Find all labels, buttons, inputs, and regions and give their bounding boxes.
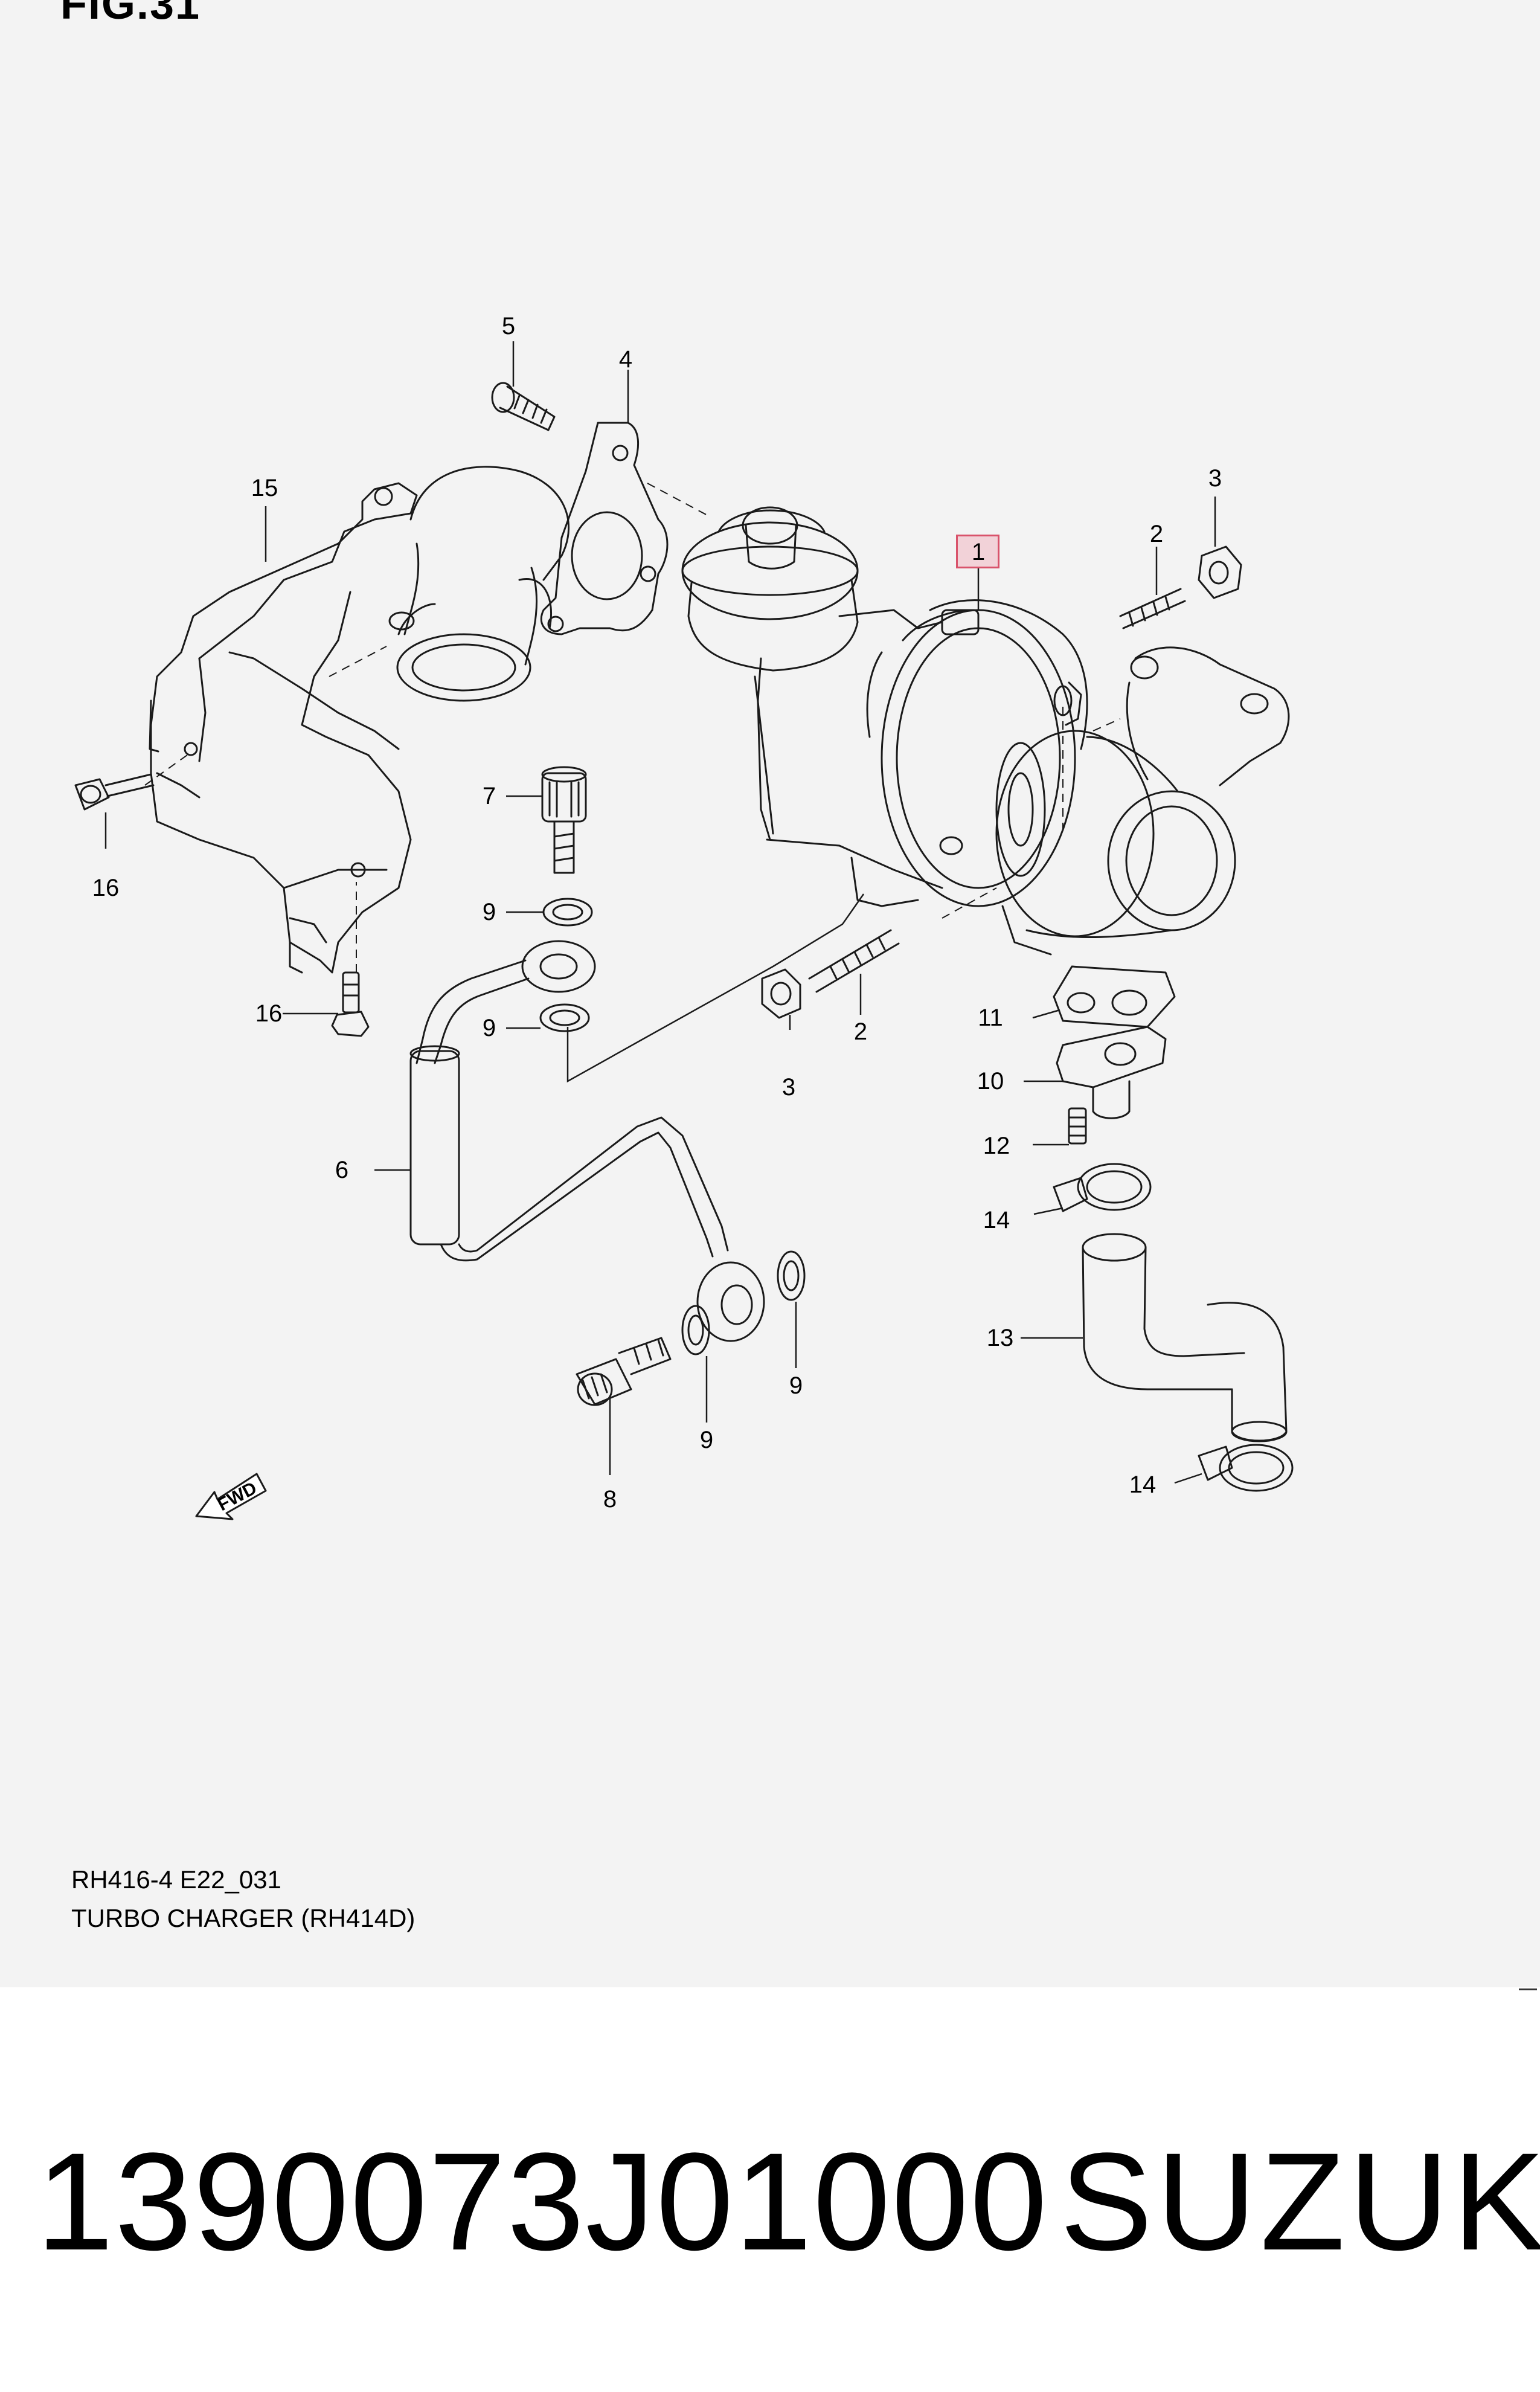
oil-line-connector — [568, 894, 864, 1081]
callout-part-1[interactable]: 1 — [971, 539, 986, 565]
callout-part-16-lower[interactable]: 16 — [255, 1000, 283, 1027]
callout-part-3-upper[interactable]: 3 — [1208, 465, 1222, 492]
corner-mark — [1519, 1989, 1537, 1990]
washer-part-9-d — [778, 1252, 804, 1300]
callout-part-11[interactable]: 11 — [978, 1005, 1003, 1031]
callout-part-9-a[interactable]: 9 — [482, 899, 496, 925]
banjo-bolt-part-7 — [542, 767, 586, 873]
assembly-guide-lines — [145, 483, 1120, 973]
turbocharger-exploded-diagram — [0, 0, 1540, 1987]
callout-part-10[interactable]: 10 — [977, 1068, 1004, 1095]
footer-bar — [0, 1987, 1540, 2392]
stud-part-2-lower — [809, 930, 899, 992]
callout-part-14-upper[interactable]: 14 — [983, 1207, 1010, 1233]
bolt-part-12 — [1069, 1108, 1086, 1143]
leader-lines — [106, 341, 1215, 1483]
flange-gasket — [541, 423, 667, 634]
callout-part-4[interactable]: 4 — [618, 346, 633, 373]
callout-part-13[interactable]: 13 — [986, 1325, 1014, 1351]
washer-part-9-c — [682, 1306, 709, 1354]
fwd-arrow-shape — [196, 1474, 266, 1519]
heat-shield-bracket — [150, 483, 417, 973]
callout-part-15[interactable]: 15 — [251, 475, 278, 501]
diagram-sheet — [0, 0, 1540, 1987]
callout-part-9-d[interactable]: 9 — [789, 1372, 803, 1399]
washer-part-9-b — [541, 1005, 589, 1031]
callout-part-5[interactable]: 5 — [501, 313, 516, 339]
oil-return-hose-part-13 — [1083, 1234, 1286, 1441]
banjo-bolt-part-8 — [577, 1338, 670, 1405]
callout-part-9-b[interactable]: 9 — [482, 1015, 496, 1041]
diagram-title: TURBO CHARGER (RH414D) — [71, 1904, 415, 1932]
exhaust-elbow — [390, 467, 569, 701]
brand-name: SUZUKI — [1060, 2124, 1540, 2279]
nut-part-3-upper — [1199, 547, 1241, 598]
diagram-code: RH416-4 E22_031 — [71, 1865, 281, 1894]
hose-clamp-part-14-upper — [1054, 1164, 1150, 1211]
bolt-part-5 — [492, 383, 554, 430]
callout-part-9-c[interactable]: 9 — [699, 1427, 714, 1453]
nut-part-3-lower — [762, 969, 800, 1018]
callout-part-14-lower[interactable]: 14 — [1129, 1471, 1157, 1498]
turbocharger-assembly — [682, 507, 1289, 954]
stud-part-2-upper — [1120, 589, 1185, 628]
part-1-highlight — [956, 535, 999, 568]
oil-feed-pipe-part-6 — [411, 941, 764, 1341]
callout-part-2-upper[interactable]: 2 — [1149, 521, 1164, 547]
callout-part-6[interactable]: 6 — [335, 1157, 349, 1183]
callout-part-12[interactable]: 12 — [983, 1133, 1010, 1159]
callout-part-7[interactable]: 7 — [482, 783, 496, 809]
washer-part-9-a — [544, 899, 592, 925]
callout-part-3-lower[interactable]: 3 — [781, 1074, 796, 1101]
callout-part-8[interactable]: 8 — [603, 1486, 617, 1513]
hose-clamp-part-14-lower — [1199, 1445, 1292, 1491]
callout-part-2-lower[interactable]: 2 — [853, 1018, 868, 1045]
gasket-part-11 — [1054, 966, 1175, 1027]
oil-return-flange-part-10 — [1057, 1027, 1166, 1118]
bolt-part-16-lower — [332, 973, 368, 1036]
bolt-part-16-upper — [75, 774, 153, 809]
part-number: 1390073J01000 — [36, 2124, 1048, 2279]
callout-part-16-upper[interactable]: 16 — [92, 875, 120, 901]
figure-header: FIG.31 — [60, 0, 201, 28]
